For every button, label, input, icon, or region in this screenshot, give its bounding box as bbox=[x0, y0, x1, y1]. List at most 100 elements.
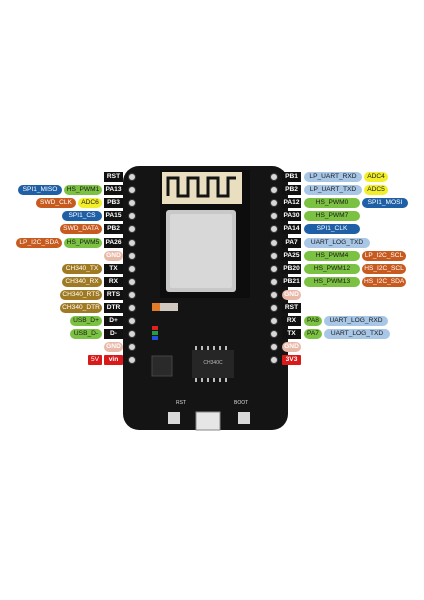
right-pin-pa12-2: PA12 bbox=[282, 198, 301, 208]
right-tag-hs-pwm4: HS_PWM4 bbox=[304, 251, 360, 261]
right-header-hole-2 bbox=[270, 199, 278, 207]
left-tag-spi1-cs: SPI1_CS bbox=[62, 211, 102, 221]
right-header-hole-14 bbox=[270, 356, 278, 364]
right-pin-pa30-3: PA30 bbox=[282, 211, 301, 221]
left-tag-ch340-rts: CH340_RTS bbox=[60, 290, 102, 300]
left-pin-pa26-5: PA26 bbox=[104, 238, 123, 248]
left-tag-5v: 5V bbox=[88, 355, 102, 365]
usb-port bbox=[195, 411, 221, 431]
right-tag-hs-pwm12: HS_PWM12 bbox=[304, 264, 360, 274]
left-header-hole-13 bbox=[128, 343, 136, 351]
smd-part bbox=[160, 303, 178, 311]
right-pin-pa14-4: PA14 bbox=[282, 224, 301, 234]
left-tag-usb-d: USB_D- bbox=[70, 329, 102, 339]
chip-label: CH340C bbox=[203, 360, 223, 366]
right-header-hole-9 bbox=[270, 291, 278, 299]
left-pin-vin-14: vin bbox=[104, 355, 123, 365]
left-pin-gnd-13: GND bbox=[104, 342, 123, 352]
right-tag-lp-i2c-scl: LP_I2C_SCL bbox=[362, 251, 406, 261]
right-tag-lp-uart-rxd: LP_UART_RXD bbox=[304, 172, 362, 182]
left-header-hole-7 bbox=[128, 265, 136, 273]
right-header-hole-7 bbox=[270, 265, 278, 273]
right-tag-uart-log-txd: UART_LOG_TXD bbox=[324, 329, 390, 339]
right-tag-spi1-mosi: SPI1_MOSI bbox=[362, 198, 408, 208]
left-header-hole-1 bbox=[128, 186, 136, 194]
left-pin-gnd-6: GND bbox=[104, 251, 123, 261]
left-header-hole-10 bbox=[128, 304, 136, 312]
right-pin-3v3-14: 3V3 bbox=[282, 355, 301, 365]
left-pin-d-11: D+ bbox=[104, 316, 123, 326]
module-shield-inner bbox=[170, 214, 232, 288]
left-header-hole-11 bbox=[128, 317, 136, 325]
left-pin-d-12: D- bbox=[104, 329, 123, 339]
left-tag-swd-clk: SWD_CLK bbox=[36, 198, 76, 208]
right-pin-pb20-7: PB20 bbox=[282, 264, 301, 274]
left-pin-tx-7: TX bbox=[104, 264, 123, 274]
right-header-hole-12 bbox=[270, 330, 278, 338]
right-header-hole-4 bbox=[270, 225, 278, 233]
right-tag-spi1-clk: SPI1_CLK bbox=[304, 224, 360, 234]
right-tag-uart-log-txd: UART_LOG_TXD bbox=[304, 238, 370, 248]
led-green bbox=[152, 331, 158, 335]
left-header-hole-4 bbox=[128, 225, 136, 233]
right-pin-pb2-1: PB2 bbox=[282, 185, 301, 195]
left-tag-swd-data: SWD_DATA bbox=[60, 224, 102, 234]
left-header-hole-14 bbox=[128, 356, 136, 364]
right-pin-pa7-5: PA7 bbox=[282, 238, 301, 248]
right-header-hole-11 bbox=[270, 317, 278, 325]
led-red bbox=[152, 326, 158, 330]
right-pin-pa25-6: PA25 bbox=[282, 251, 301, 261]
left-header-hole-5 bbox=[128, 239, 136, 247]
left-tag-ch340-rx: CH340_RX bbox=[62, 277, 102, 287]
left-pin-rst-0: RST bbox=[104, 172, 123, 182]
right-header-hole-0 bbox=[270, 173, 278, 181]
boot-button bbox=[238, 412, 250, 424]
right-header-hole-8 bbox=[270, 278, 278, 286]
antenna-trace bbox=[166, 176, 236, 198]
left-tag-spi1-miso: SPI1_MISO bbox=[18, 185, 62, 195]
left-header-hole-0 bbox=[128, 173, 136, 181]
orange-cap bbox=[152, 303, 160, 311]
right-tag-pa7: PA7 bbox=[304, 329, 322, 339]
chip-legs bbox=[195, 346, 227, 382]
left-pin-pa13-1: PA13 bbox=[104, 185, 123, 195]
left-tag-ch340-tx: CH340_TX bbox=[62, 264, 102, 274]
right-header-hole-3 bbox=[270, 212, 278, 220]
right-tag-uart-log-rxd: UART_LOG_RXD bbox=[324, 316, 388, 326]
right-tag-hs-pwm0: HS_PWM0 bbox=[304, 198, 360, 208]
left-header-hole-6 bbox=[128, 252, 136, 260]
left-header-hole-2 bbox=[128, 199, 136, 207]
left-header-hole-8 bbox=[128, 278, 136, 286]
right-pin-tx-12: TX bbox=[282, 329, 301, 339]
left-tag-lp-i2c-sda: LP_I2C_SDA bbox=[16, 238, 62, 248]
left-pin-pa15-3: PA15 bbox=[104, 211, 123, 221]
rst-button bbox=[168, 412, 180, 424]
left-pin-pb3-2: PB3 bbox=[104, 198, 123, 208]
left-pin-rx-8: RX bbox=[104, 277, 123, 287]
right-tag-hs-pwm7: HS_PWM7 bbox=[304, 211, 360, 221]
regulator bbox=[151, 355, 173, 377]
left-header-hole-9 bbox=[128, 291, 136, 299]
right-pin-gnd-9: GND bbox=[282, 290, 301, 300]
right-pin-gnd-13: GND bbox=[282, 342, 301, 352]
right-pin-pb21-8: PB21 bbox=[282, 277, 301, 287]
left-pin-pb2-4: PB2 bbox=[104, 224, 123, 234]
right-header-hole-13 bbox=[270, 343, 278, 351]
left-pin-rts-9: RTS bbox=[104, 290, 123, 300]
ch340-chip bbox=[192, 350, 234, 378]
right-tag-hs-i2c-scl: HS_I2C_SCL bbox=[362, 264, 406, 274]
right-tag-hs-pwm13: HS_PWM13 bbox=[304, 277, 360, 287]
rst-button-label: RST bbox=[176, 400, 186, 406]
left-tag-adc6: ADC6 bbox=[78, 198, 102, 208]
left-pin-dtr-10: DTR bbox=[104, 303, 123, 313]
left-tag-hs-pwm5: HS_PWM5 bbox=[64, 238, 102, 248]
right-header-hole-1 bbox=[270, 186, 278, 194]
right-tag-adc4: ADC4 bbox=[364, 172, 388, 182]
right-tag-adc5: ADC5 bbox=[364, 185, 388, 195]
right-tag-hs-i2c-sda: HS_I2C_SDA bbox=[362, 277, 406, 287]
left-header-hole-12 bbox=[128, 330, 136, 338]
left-tag-hs-pwm1: HS_PWM1 bbox=[64, 185, 102, 195]
left-header-hole-3 bbox=[128, 212, 136, 220]
